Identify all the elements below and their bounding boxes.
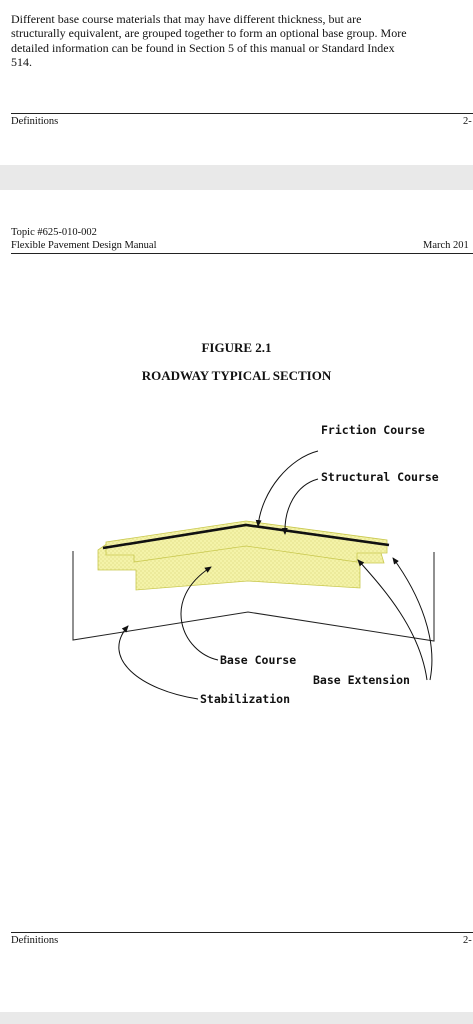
base-extension-label: Base Extension	[313, 673, 410, 687]
footer-page-number: 2-	[463, 935, 472, 946]
footer-section-name: Definitions	[11, 935, 59, 946]
header-manual-title: Flexible Pavement Design Manual	[11, 240, 157, 251]
base-extension-leader-1	[357, 559, 428, 681]
paragraph-line: detailed information can be found in Sec…	[11, 40, 395, 55]
roadway-section-diagram	[72, 450, 435, 700]
body-paragraph: Different base course materials that may…	[11, 12, 473, 69]
header-date: March 201	[423, 240, 469, 251]
figure-title: ROADWAY TYPICAL SECTION	[141, 368, 332, 383]
friction-leader	[255, 450, 319, 527]
base-course-label: Base Course	[220, 653, 297, 667]
paragraph-line: 514.	[11, 54, 32, 69]
base-extension-leader-2	[392, 557, 433, 681]
structural-course-label: Structural Course	[321, 470, 439, 484]
figure-number: FIGURE 2.1	[201, 340, 272, 355]
previous-page: Different base course materials that may…	[0, 0, 473, 165]
friction-course-line	[102, 523, 390, 550]
footer-rule	[11, 113, 473, 114]
footer-rule	[11, 932, 473, 933]
paragraph-line: structurally equivalent, are grouped tog…	[11, 26, 407, 41]
document-page: Topic #625-010-002 Flexible Pavement Des…	[0, 190, 473, 1012]
paragraph-line: Different base course materials that may…	[11, 12, 362, 26]
header-topic: Topic #625-010-002	[11, 227, 97, 238]
footer-section-name: Definitions	[11, 116, 59, 127]
footer-page-number: 2-	[463, 116, 472, 127]
stabilization-label: Stabilization	[200, 692, 291, 706]
friction-course-label: Friction Course	[321, 423, 425, 437]
base-course-leader	[180, 566, 219, 661]
structural-course-layer	[105, 520, 388, 563]
structural-leader	[281, 478, 319, 535]
header-rule	[11, 253, 473, 254]
stabilization-leader	[118, 625, 199, 700]
